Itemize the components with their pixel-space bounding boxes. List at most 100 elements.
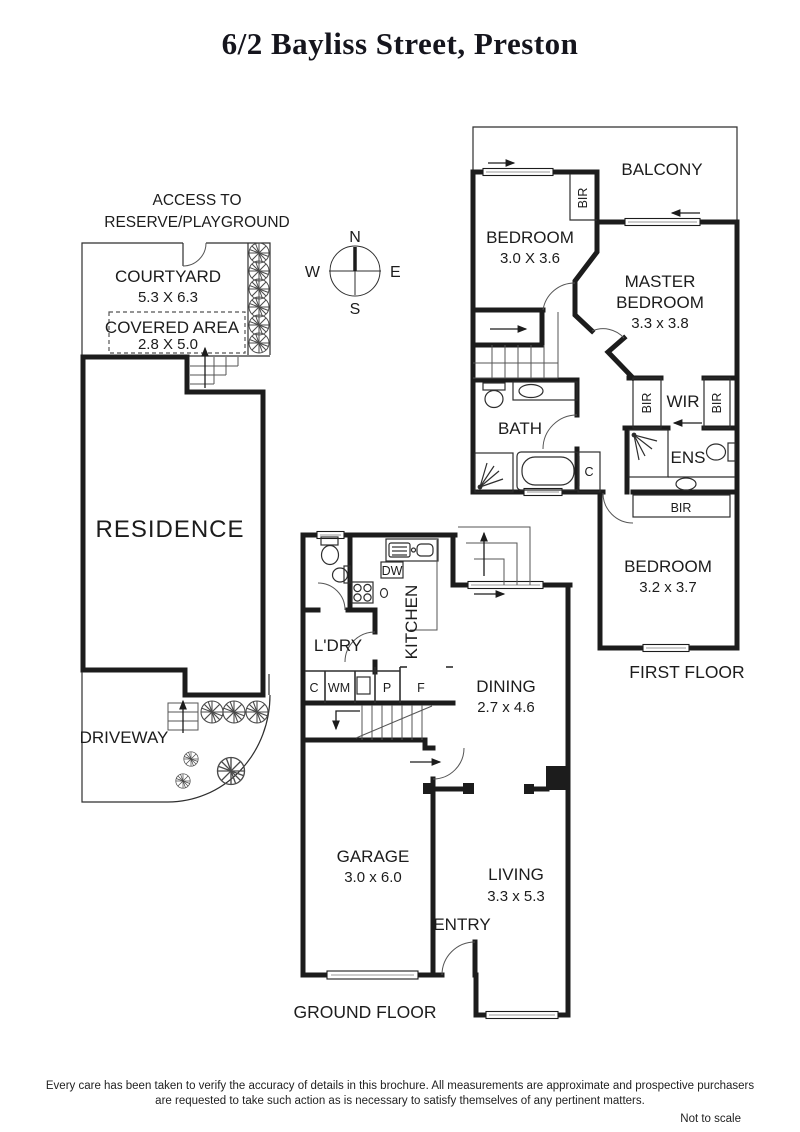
residence-wall (80, 354, 266, 698)
oven-icon (379, 587, 389, 599)
first-floor-plan: BALCONY BIR (470, 126, 745, 682)
first-floor-label: FIRST FLOOR (629, 662, 744, 682)
compass: N W E S (305, 229, 401, 318)
tree-icon (222, 700, 246, 724)
bedroom1-label: BEDROOM (486, 228, 574, 247)
garage-top-wall (300, 737, 436, 751)
entry-walls (430, 939, 479, 1018)
compass-e: E (390, 264, 401, 281)
site-plan: ACCESS TO RESERVE/PLAYGROUND COURTYARD 5… (80, 192, 290, 803)
access-label-line1: ACCESS TO (152, 192, 241, 209)
bench-line (410, 540, 438, 631)
bir-label: BIR (576, 188, 590, 209)
wm-label: WM (328, 681, 350, 695)
laundry-label: L'DRY (314, 636, 362, 655)
compass-w: W (305, 264, 321, 281)
entry-label: ENTRY (433, 915, 490, 934)
master-dims: 3.3 x 3.8 (631, 315, 689, 332)
door-arc (317, 582, 346, 611)
bedroom3-dims: 3.2 x 3.7 (639, 579, 697, 596)
cupboard-box (577, 451, 601, 493)
bir-label: BIR (710, 393, 724, 414)
tree-icon (248, 242, 270, 264)
shower-icon (474, 452, 514, 493)
door-arc (182, 242, 207, 267)
ens-label: ENS (671, 448, 706, 467)
dishwasher-icon (380, 561, 404, 579)
tree-icon (248, 314, 270, 336)
courtyard-wall (81, 242, 271, 357)
garage-dims: 3.0 x 6.0 (344, 869, 402, 886)
compass-n: N (349, 229, 361, 246)
ground-floor-plan: DW KITCHEN L'DRY C (294, 526, 573, 1022)
tree-icon (248, 332, 270, 354)
covered-area-outline (108, 311, 246, 354)
door-arc (602, 492, 634, 524)
chimney-block (546, 766, 568, 790)
toilet-icon (320, 536, 340, 566)
tree-icon (216, 756, 246, 786)
living-label: LIVING (488, 865, 544, 884)
kitchen-label: KITCHEN (402, 585, 421, 660)
door-arc (542, 414, 578, 450)
shower-icon (628, 429, 669, 478)
tree-icon (200, 700, 224, 724)
post (423, 783, 434, 794)
courtyard-dims: 5.3 X 6.3 (138, 289, 198, 306)
residence-label: RESIDENCE (95, 516, 244, 543)
covered-area-dims: 2.8 X 5.0 (138, 336, 198, 353)
bir-box (632, 377, 662, 429)
master-label-line1: MASTER (625, 272, 696, 291)
driveway-label: DRIVEWAY (80, 728, 169, 747)
window (316, 530, 559, 1020)
bedroom3-label: BEDROOM (624, 557, 712, 576)
p-label: P (383, 681, 391, 695)
disclaimer: Every care has been taken to verify the … (0, 1079, 800, 1109)
dw-label: DW (382, 564, 403, 578)
toilet-icon (482, 382, 506, 409)
door-arc (441, 941, 476, 976)
compass-s: S (350, 301, 361, 318)
access-label-line2: RESERVE/PLAYGROUND (104, 214, 289, 231)
bir-label: BIR (671, 501, 692, 515)
page-title: 6/2 Bayliss Street, Preston (221, 26, 579, 61)
hall-zigzag-wall (572, 219, 637, 382)
stairs-arrow (332, 710, 360, 731)
washing-machine-icon (356, 676, 371, 695)
bir-box (632, 494, 731, 518)
door-arc (542, 282, 576, 311)
bath-label: BATH (498, 419, 542, 438)
stairbox-walls (470, 309, 545, 348)
not-to-scale-note: Not to scale (680, 1113, 741, 1125)
window (482, 167, 701, 653)
bedroom1-walls (470, 169, 600, 495)
master-label-line2: BEDROOM (616, 293, 704, 312)
basin-icon (331, 565, 351, 584)
tree-icon (248, 278, 270, 300)
wir-label: WIR (666, 392, 699, 411)
closet-partitions (305, 666, 453, 703)
balcony-wall (472, 126, 738, 222)
bedroom3-walls (597, 490, 740, 651)
steps (190, 357, 239, 385)
bedroom1-dims: 3.0 X 3.6 (500, 250, 560, 267)
bir-box (703, 377, 731, 429)
cooktop-icon (351, 581, 374, 604)
door-arc (591, 328, 625, 339)
cupboard-label: C (584, 465, 593, 479)
balcony-label: BALCONY (621, 160, 702, 179)
courtyard-label: COURTYARD (115, 267, 221, 286)
stairs (473, 312, 559, 379)
dining-dims: 2.7 x 4.6 (477, 699, 535, 716)
bathtub-icon (516, 451, 580, 491)
disclaimer-line2: are requested to take such action as is … (155, 1095, 645, 1107)
tree-icon (248, 260, 270, 282)
door-arc (432, 747, 465, 780)
toilet-icon (705, 442, 736, 462)
stairs (458, 526, 531, 585)
tree-icon (183, 751, 199, 767)
f-label: F (417, 681, 425, 695)
c-label: C (309, 681, 318, 695)
